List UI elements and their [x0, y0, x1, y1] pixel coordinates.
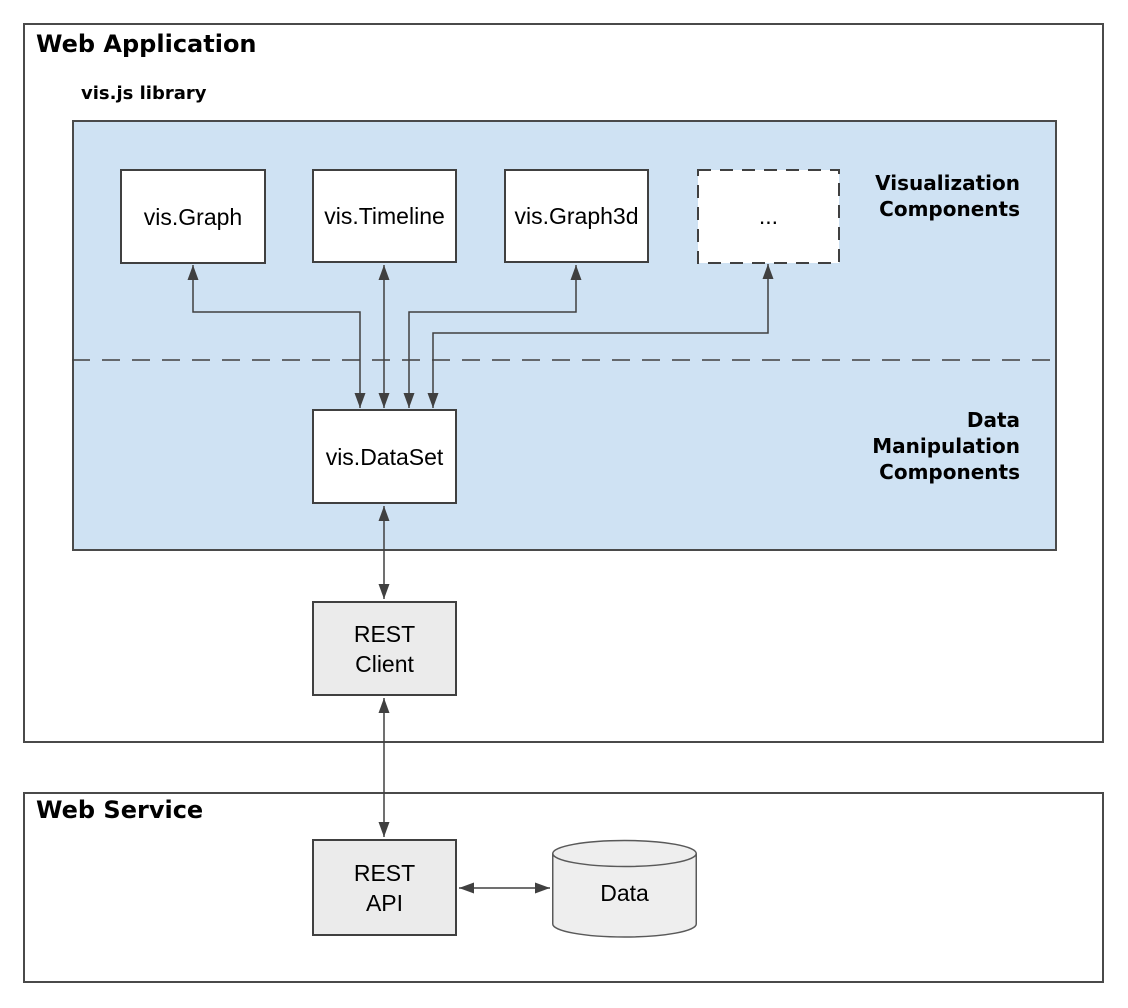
visjs-library-label: vis.js library	[81, 83, 207, 104]
data-store-label: Data	[600, 879, 649, 906]
vis-dataset-box: vis.DataSet	[312, 409, 457, 504]
web-service-title: Web Service	[36, 796, 204, 824]
web-application-container	[23, 23, 1104, 743]
web-application-title: Web Application	[36, 30, 257, 58]
visualization-components-label: Visualization Components	[875, 171, 1020, 221]
more-components-label: ...	[758, 203, 779, 229]
rest-client-box: REST Client	[312, 601, 457, 696]
data-manipulation-components-label: Data Manipulation Components	[872, 408, 1020, 484]
web-service-container	[23, 792, 1104, 983]
rest-api-box: REST API	[312, 839, 457, 936]
vis-graph3d-box: vis.Graph3d	[504, 169, 649, 263]
vis-graph-box: vis.Graph	[120, 169, 266, 264]
vis-timeline-box: vis.Timeline	[312, 169, 457, 263]
